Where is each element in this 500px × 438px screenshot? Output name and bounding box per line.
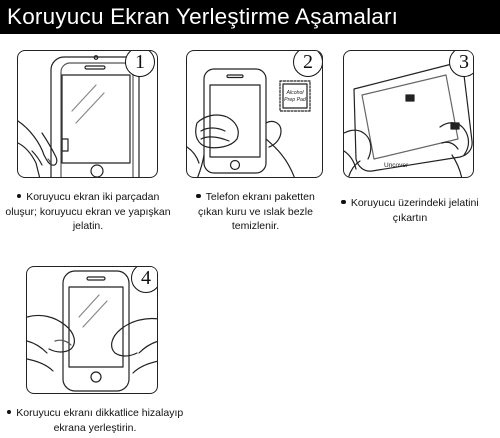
wipe-label-line2: Prep Pad (284, 97, 307, 103)
step-4-caption-line1: Koruyucu ekranı dikkatlice hizalayıp (16, 407, 184, 419)
step-4-drawing (27, 270, 157, 392)
step-1-caption-line3: jelatin. (72, 220, 104, 232)
step-3-number-badge: 3 (449, 51, 473, 77)
step-2-caption-line1: Telefon ekranı paketten (205, 191, 315, 203)
bullet-icon (16, 193, 22, 199)
step-2-illustration: Alcohol Prep Pad 2 (186, 50, 323, 178)
step-1: 1 Koruyucu ekran iki parçadan oluşur; ko… (5, 50, 171, 232)
step-4-illustration: 4 (26, 266, 158, 394)
step-3-caption: Koruyucu üzerindeki jelatini çıkartın (330, 196, 490, 225)
step-2: Alcohol Prep Pad 2 Telefon ekranı pakett… (186, 50, 323, 232)
header-banner: Koruyucu Ekran Yerleştirme Aşamaları (0, 0, 500, 34)
step-1-caption: Koruyucu ekran iki parçadan oluşur; koru… (3, 190, 173, 234)
step-1-caption-line2: oluşur; koruyucu ekran ve yapışkan (5, 205, 171, 218)
wipe-label-line1: Alcohol (285, 90, 304, 96)
bullet-icon (196, 193, 201, 199)
step-2-number-badge: 2 (293, 51, 322, 77)
step-2-caption: Telefon ekranı paketten çıkan kuru ve ıs… (168, 190, 343, 234)
step-4-caption-line2: ekrana yerleştirin. (53, 421, 137, 434)
step-2-caption-line2: çıkan kuru ve ıslak bezle (198, 205, 313, 218)
step-3-illustration: Uncover 3 (343, 50, 474, 178)
step-3: Uncover 3 Koruyucu üzerindeki jelatini ç… (341, 50, 479, 224)
step-1-drawing (18, 55, 140, 177)
uncover-label: Uncover (384, 162, 409, 169)
step-1-illustration: 1 (17, 50, 158, 178)
step-3-caption-line2: çıkartın (392, 211, 428, 224)
step-2-caption-line3: temizlenir. (231, 220, 280, 232)
step-1-number-badge: 1 (125, 51, 155, 77)
step-4-caption: Koruyucu ekranı dikkatlice hizalayıp ekr… (0, 406, 190, 435)
bullet-icon (6, 409, 12, 415)
step-1-caption-line1: Koruyucu ekran iki parçadan (26, 191, 160, 203)
page-title: Koruyucu Ekran Yerleştirme Aşamaları (7, 4, 399, 29)
step-4: 4 Koruyucu ekranı dikkatlice hizalayıp e… (6, 266, 183, 434)
step-2-drawing: Alcohol Prep Pad (187, 68, 311, 177)
step-4-number-badge: 4 (131, 267, 157, 293)
step-3-caption-line1: Koruyucu üzerindeki jelatini (350, 197, 479, 209)
bullet-icon (341, 199, 346, 205)
